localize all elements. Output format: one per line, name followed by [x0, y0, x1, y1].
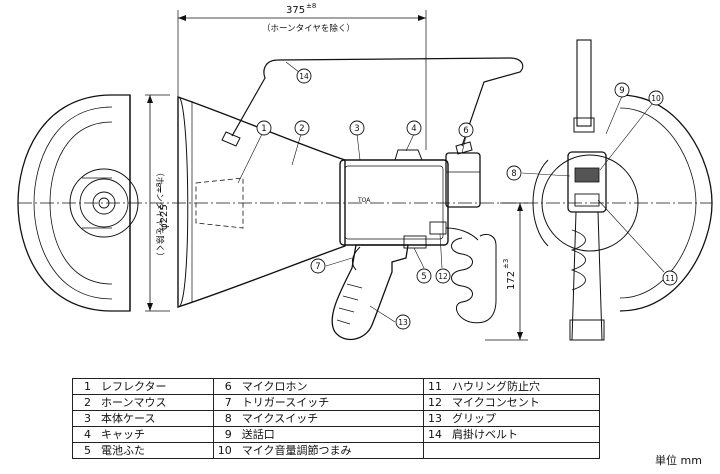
dim-diameter-value: φ225: [159, 204, 170, 230]
dim-diameter-note: （ホーンタイヤを除く）: [154, 168, 165, 261]
callout-5: 5: [421, 272, 426, 282]
part-no: 4: [72, 426, 97, 443]
part-no: 10: [212, 442, 238, 459]
horn: [177, 96, 346, 308]
table-row: 5 電池ふた 10 マイク音量調節つまみ: [72, 442, 600, 459]
callout-2: 2: [299, 124, 304, 134]
part-no: 11: [422, 378, 448, 395]
trigger-switch: [352, 246, 361, 271]
callout-3: 3: [354, 124, 359, 134]
unit-label: 単位 mm: [655, 454, 702, 467]
dim-height: 172 ±3: [485, 202, 528, 341]
side-view: TOA: [177, 57, 524, 341]
table-row: 1 レフレクター 6 マイクロホン 11 ハウリング防止穴: [72, 378, 600, 395]
reflector: [195, 177, 244, 229]
callout-12: 12: [438, 272, 448, 281]
part-no: 3: [72, 410, 97, 427]
dim-diameter: φ225 ±8 （ホーンタイヤを除く）: [145, 94, 170, 312]
part-no: 12: [422, 394, 448, 411]
table-row: 3 本体ケース 8 マイクスイッチ 13 グリップ: [72, 410, 600, 427]
shoulder-belt: [231, 57, 524, 147]
part-name: 肩掛けベルト: [447, 426, 600, 443]
dim-height-value: 172: [506, 271, 517, 290]
catch: [394, 149, 423, 161]
callout-13: 13: [398, 318, 408, 327]
callouts: [237, 61, 665, 323]
body-label: TOA: [357, 197, 371, 204]
dim-length-value: 375: [286, 5, 305, 16]
part-name: ハウリング防止穴: [447, 378, 600, 395]
part-name: ホーンマウス: [97, 394, 214, 411]
body-case: [339, 159, 449, 246]
part-name: 電池ふた: [97, 442, 214, 459]
microphone: [445, 152, 481, 208]
part-no: 7: [212, 394, 238, 411]
part-name: 送話口: [237, 426, 424, 443]
part-no: 8: [212, 410, 238, 427]
part-name: マイクコンセント: [447, 394, 600, 411]
parts-table: 1 レフレクター 6 マイクロホン 11 ハウリング防止穴 2 ホーンマウス 7…: [72, 378, 600, 459]
part-no: 5: [72, 442, 97, 459]
part-no: 2: [72, 394, 97, 411]
part-no: 9: [212, 426, 238, 443]
dim-length: 375 ±8 （ホーンタイヤを除く）: [177, 2, 427, 150]
part-name: マイクスイッチ: [237, 410, 424, 427]
table-row: 2 ホーンマウス 7 トリガースイッチ 12 マイクコンセント: [72, 394, 600, 411]
part-no: 6: [212, 378, 238, 395]
mic-connector: [429, 221, 447, 235]
callout-14: 14: [299, 72, 309, 81]
coiled-cord: [451, 233, 497, 324]
part-name: キャッチ: [97, 426, 214, 443]
callout-11: 11: [665, 274, 675, 283]
callout-10: 10: [651, 94, 661, 103]
callout-7: 7: [315, 262, 320, 272]
rear-view: [532, 39, 713, 341]
dim-length-tol: ±8: [306, 2, 316, 10]
part-name: マイクロホン: [237, 378, 424, 395]
part-name: グリップ: [447, 410, 600, 427]
dim-diameter-tol: ±8: [155, 183, 163, 193]
part-no: 14: [422, 426, 448, 443]
dim-length-note: （ホーンタイヤを除く）: [262, 23, 355, 34]
part-name: マイク音量調節つまみ: [237, 442, 424, 459]
callout-9: 9: [619, 86, 624, 96]
callout-6: 6: [463, 126, 468, 136]
part-name: トリガースイッチ: [237, 394, 424, 411]
part-name: 本体ケース: [97, 410, 214, 427]
part-no-empty: [422, 442, 448, 459]
dim-height-tol: ±3: [502, 259, 510, 269]
grip: [331, 244, 409, 341]
part-no: 1: [72, 378, 97, 395]
part-name-empty: [447, 442, 600, 459]
part-name: レフレクター: [97, 378, 214, 395]
callout-labels: 1 2 3 4 6 7 5 12 13 14 8 9 10 11: [261, 72, 675, 327]
rear-microphone: [567, 151, 607, 213]
callout-circles: [256, 68, 678, 330]
callout-8: 8: [511, 169, 516, 179]
callout-1: 1: [261, 124, 266, 134]
front-view: [17, 94, 139, 312]
callout-4: 4: [411, 124, 416, 134]
part-no: 13: [422, 410, 448, 427]
table-row: 4 キャッチ 9 送話口 14 肩掛けベルト: [72, 426, 600, 443]
battery-cover: [403, 235, 427, 249]
